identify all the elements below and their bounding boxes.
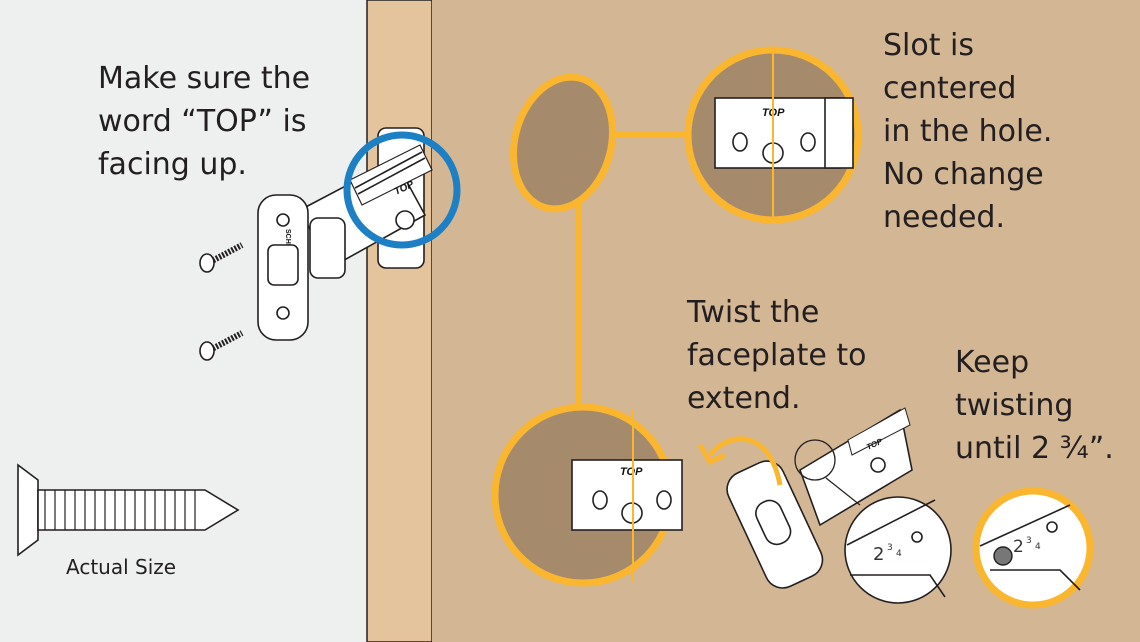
slot-note-line: needed. (883, 200, 1005, 235)
twist-note-line: extend. (687, 381, 801, 416)
magnifier-circle: 2 3 4 (844, 496, 952, 604)
step1-line: facing up. (98, 147, 247, 182)
bore-hole (509, 73, 617, 213)
size-label: 4 (1035, 542, 1041, 552)
left-panel (0, 0, 367, 642)
size-label: 3 (1026, 536, 1032, 546)
slot-note-line: Slot is (883, 28, 974, 63)
size-label: 2 (1013, 537, 1024, 557)
keep-note-line: Keep (955, 345, 1029, 380)
size-label: 4 (896, 549, 902, 559)
actual-size-caption: Actual Size (66, 555, 176, 579)
step1-line: word “TOP” is (98, 104, 306, 139)
blue-highlight-circle (343, 131, 461, 249)
twist-note-line: faceplate to (687, 338, 867, 373)
curved-arrow-icon (708, 436, 783, 486)
tilted-latch-illustration: TOP (726, 407, 913, 589)
keep-note: Keep twisting until 2 ¾”. (955, 345, 1114, 466)
slot-note-line: centered (883, 71, 1016, 106)
twist-note-line: Twist the (686, 295, 819, 330)
door-edge (366, 0, 433, 642)
actual-size-screw-icon (17, 463, 240, 557)
latch-illustration: TOP SCHLAGE (257, 144, 433, 341)
centered-slot-magnifier: TOP (684, 46, 862, 224)
keep-note-line: twisting (955, 388, 1073, 423)
step1-line: Make sure the (98, 61, 310, 96)
arrow-head (697, 443, 727, 466)
size-label: 3 (887, 543, 893, 553)
keep-note-line: until 2 ¾”. (955, 431, 1114, 466)
twist-note: Twist the faceplate to extend. (686, 295, 867, 416)
slot-note: Slot is centered in the hole. No change … (883, 28, 1052, 235)
screw-icon (199, 242, 244, 273)
slot-note-line: No change (883, 157, 1044, 192)
magnifier-circle-extended: 2 3 4 (972, 487, 1094, 609)
twist-magnifier: TOP (491, 403, 683, 587)
step1-instruction: Make sure the word “TOP” is facing up. (98, 61, 310, 182)
screw-icon (199, 330, 244, 361)
size-label: 2 (873, 544, 884, 565)
top-label: TOP (620, 466, 643, 478)
slot-note-line: in the hole. (883, 114, 1052, 149)
